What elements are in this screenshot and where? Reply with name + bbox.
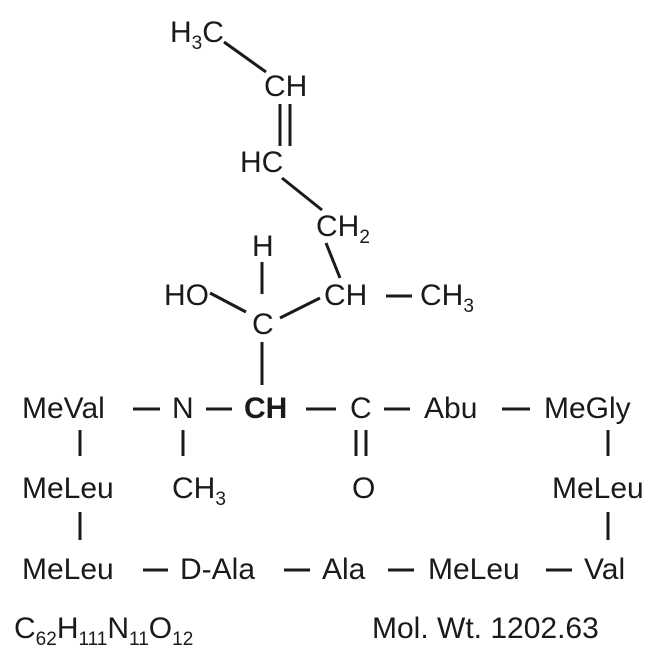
atom-ch2: CH2 [316,210,370,248]
atom-ch-upper: CH [264,70,308,103]
atom-c-center: C [252,308,274,341]
bond-hc-ch2 [281,176,323,212]
residue-meleu-right-upper: MeLeu [552,472,644,505]
atom-ch3-branch: CH3 [420,279,474,317]
bond-h3c-ch [223,40,267,74]
residue-meleu-left-upper: MeLeu [22,472,114,505]
residue-megly: MeGly [544,392,631,425]
residue-abu: Abu [424,392,478,425]
atom-ch-branch: CH [324,279,368,312]
atom-ho: HO [164,279,209,312]
bond-ch2-ch [324,242,342,279]
residue-ala: Ala [322,553,366,586]
atom-n: N [172,392,194,425]
residue-val: Val [584,553,626,586]
residue-meval: MeVal [22,392,105,425]
atom-ch-main: CH [244,392,288,425]
atom-c-carbonyl: C [350,392,372,425]
atom-o: O [352,472,376,505]
residue-meleu-left-lower: MeLeu [22,553,114,586]
atom-methyl-top: H3C [170,16,224,54]
residue-d-ala: D-Ala [180,553,256,586]
atom-h-top: H [252,230,274,263]
atom-hc-lower: HC [240,146,284,179]
bond-ho-c [209,291,247,314]
molecular-formula: C62H111N11O12 [14,612,194,650]
bond-c-ch [279,296,321,320]
residue-meleu-bottom: MeLeu [428,553,520,586]
molecular-weight: Mol. Wt. 1202.63 [372,612,599,645]
atom-ch3-n: CH3 [172,472,226,510]
